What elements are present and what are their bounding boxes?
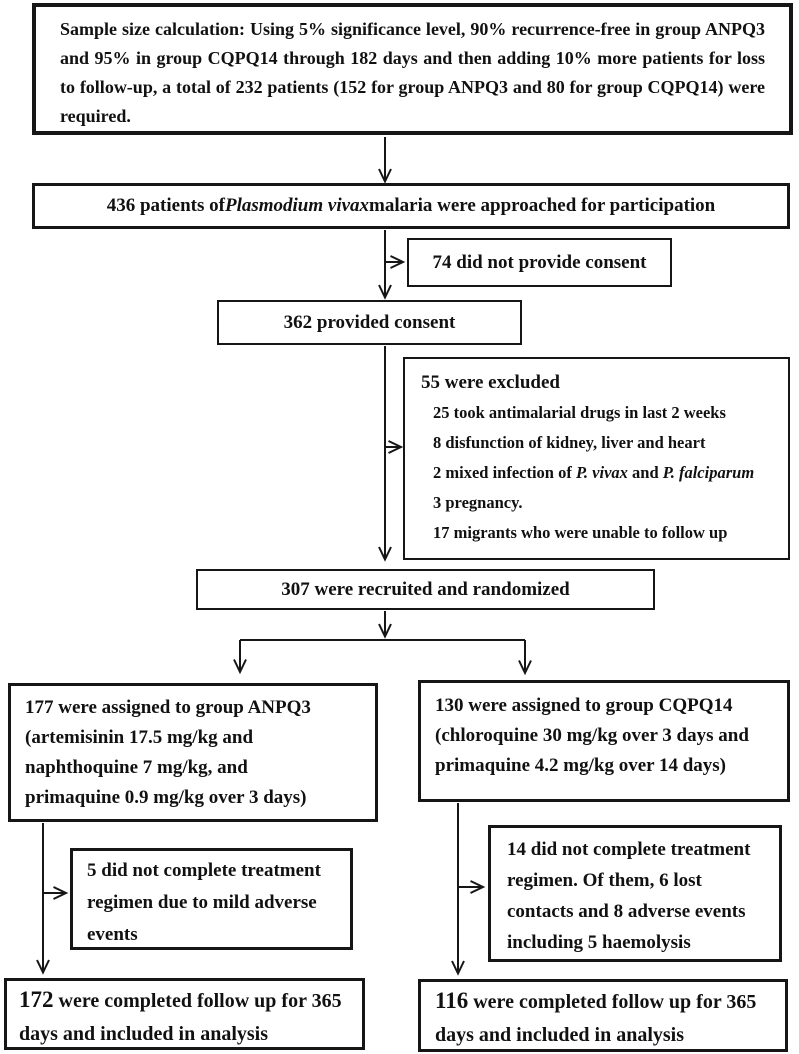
- arrow-sample-to-approached: [378, 137, 392, 184]
- arrow-anpq3-down: [36, 823, 50, 975]
- arrow-approached-to-consented: [378, 230, 392, 300]
- cqpq14-completed-count: 116: [435, 988, 469, 1013]
- arrow-branch-anpq3-dropout: [43, 886, 69, 900]
- anpq3-completed-box: 172 were completed follow up for 365 day…: [4, 978, 365, 1050]
- no-consent-box: 74 did not provide consent: [407, 238, 672, 287]
- cqpq14-completed-line1: 116 were completed follow up for 365: [435, 984, 777, 1019]
- cqpq14-completed-box: 116 were completed follow up for 365 day…: [418, 979, 788, 1052]
- arrow-consented-to-randomized: [378, 346, 392, 562]
- arrow-split-to-groups: [233, 639, 532, 676]
- sample-size-box: Sample size calculation: Using 5% signif…: [32, 3, 793, 135]
- randomized-box: 307 were recruited and randomized: [196, 569, 655, 610]
- consented-box: 362 provided consent: [217, 300, 522, 345]
- anpq3-completed-line2: days and included in analysis: [19, 1023, 268, 1045]
- arrow-cqpq14-down: [451, 803, 465, 976]
- excluded-box: 55 were excluded 25 took antimalarial dr…: [403, 357, 790, 560]
- arrow-branch-cqpq14-dropout: [458, 880, 486, 894]
- anpq3-completed-count: 172: [19, 987, 54, 1012]
- group-cqpq14-box: 130 were assigned to group CQPQ14 (chlor…: [418, 680, 790, 802]
- excluded-item: 17 migrants who were unable to follow up: [433, 523, 728, 542]
- arrow-branch-no-consent: [385, 255, 406, 269]
- excluded-item: 8 disfunction of kidney, liver and heart: [433, 433, 706, 452]
- group-anpq3-box: 177 were assigned to group ANPQ3 (artemi…: [8, 683, 378, 822]
- anpq3-dropout-box: 5 did not complete treatment regimen due…: [70, 848, 353, 950]
- anpq3-completed-rest: were completed follow up for 365: [53, 990, 342, 1012]
- cqpq14-completed-rest: were completed follow up for 365: [468, 991, 757, 1013]
- approached-box: 436 patients of Plasmodium vivax malaria…: [32, 183, 790, 229]
- cqpq14-dropout-box: 14 did not complete treatment regimen. O…: [488, 825, 782, 962]
- excluded-items: 25 took antimalarial drugs in last 2 wee…: [421, 398, 778, 548]
- excluded-item: 2 mixed infection of P. vivax and P. fal…: [433, 463, 755, 482]
- excluded-item: 25 took antimalarial drugs in last 2 wee…: [433, 403, 726, 422]
- arrow-randomized-stem: [378, 611, 392, 639]
- excluded-item: 3 pregnancy.: [433, 493, 523, 512]
- arrow-branch-excluded: [385, 440, 404, 454]
- anpq3-completed-line1: 172 were completed follow up for 365: [19, 983, 354, 1018]
- excluded-heading: 55 were excluded: [421, 372, 560, 393]
- cqpq14-completed-line2: days and included in analysis: [435, 1024, 684, 1046]
